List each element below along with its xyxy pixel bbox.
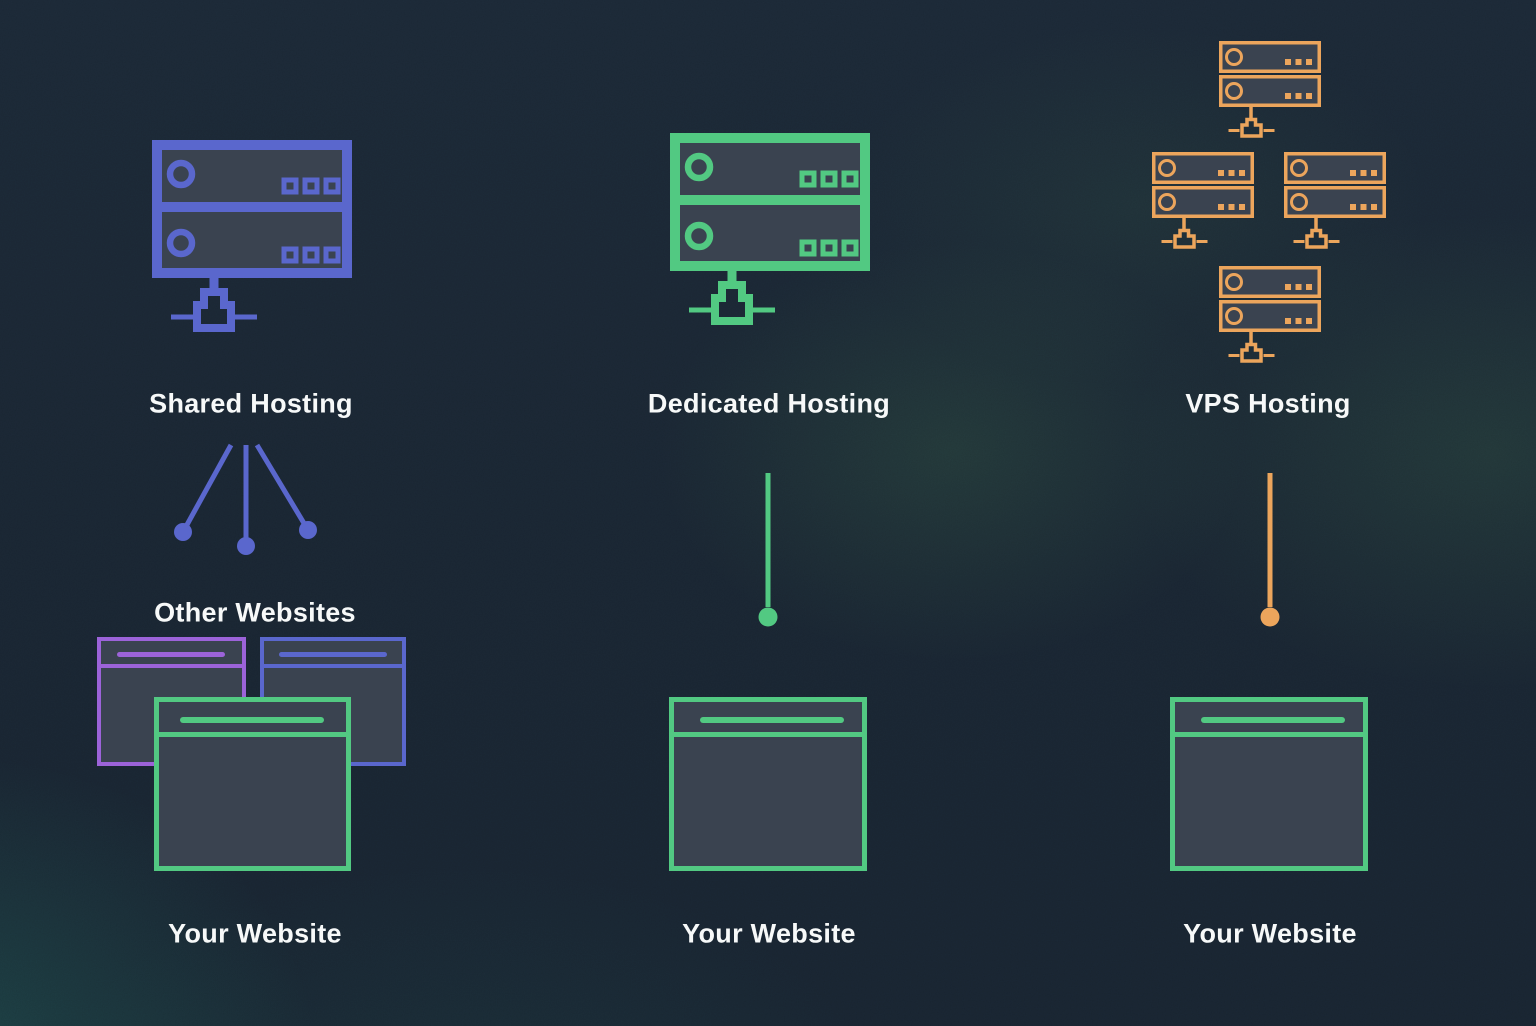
your-website-label-shared: Your Website [168, 918, 342, 949]
line-dot-connector-icon-dedicated [758, 473, 778, 627]
column-title-shared: Shared Hosting [149, 388, 353, 419]
browser-titlebar [101, 641, 242, 668]
vps-server-icon-top [1219, 41, 1321, 138]
vps-server-icon-left [1152, 152, 1254, 249]
line-dot-connector-icon-vps [1260, 473, 1280, 627]
address-bar [279, 652, 387, 657]
column-title-vps: VPS Hosting [1185, 388, 1351, 419]
your-website-label-vps: Your Website [1183, 918, 1357, 949]
address-bar [117, 652, 225, 657]
browser-titlebar [674, 702, 862, 737]
your-website-window-shared [154, 697, 351, 871]
your-website-window-dedicated [669, 697, 867, 871]
address-bar [1201, 717, 1345, 723]
browser-titlebar [159, 702, 346, 737]
column-title-dedicated: Dedicated Hosting [647, 388, 891, 419]
shared-server-rack-icon [152, 140, 352, 334]
address-bar [180, 717, 324, 723]
browser-titlebar [264, 641, 402, 668]
fan-connection-icon [174, 443, 317, 555]
browser-titlebar [1175, 702, 1363, 737]
other-websites-label: Other Websites [154, 597, 356, 628]
vps-server-icon-bottom [1219, 266, 1321, 363]
vps-server-icon-right [1284, 152, 1386, 249]
your-website-label-dedicated: Your Website [682, 918, 856, 949]
your-website-window-vps [1170, 697, 1368, 871]
address-bar [700, 717, 844, 723]
dedicated-server-rack-icon [670, 133, 870, 327]
